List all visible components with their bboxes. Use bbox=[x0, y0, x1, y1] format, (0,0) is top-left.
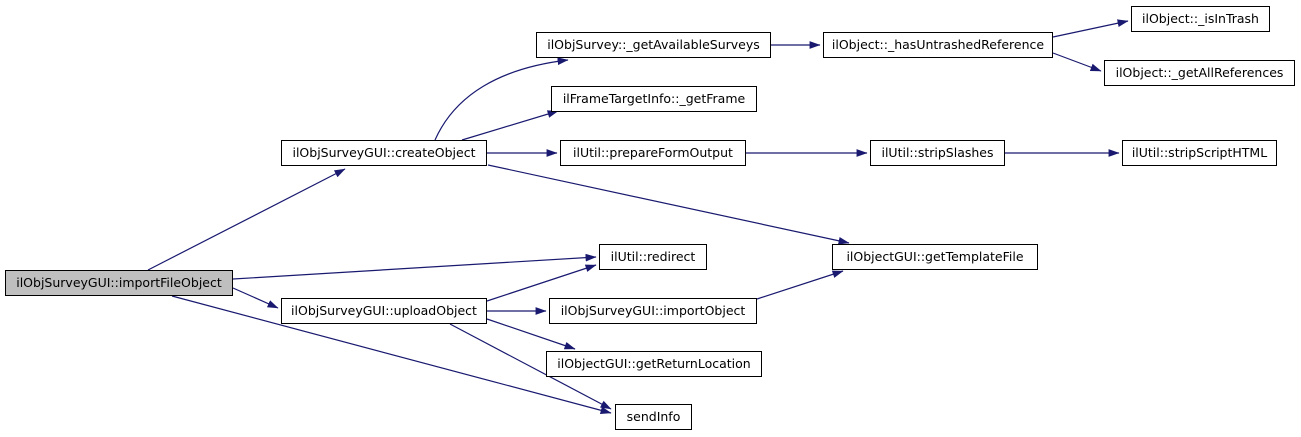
edge-hasUntrashedReference-getAllReferences bbox=[1052, 52, 1102, 72]
node-getTemplateFile[interactable]: ilObjectGUI::getTemplateFile bbox=[832, 244, 1038, 270]
edge-uploadObject-redirect bbox=[486, 264, 597, 302]
node-hasUntrashedReference[interactable]: ilObject::_hasUntrashedReference bbox=[823, 32, 1053, 58]
edge-importFileObject-sendInfo bbox=[171, 295, 612, 415]
node-prepareFormOutput[interactable]: ilUtil::prepareFormOutput bbox=[560, 140, 746, 166]
edge-createObject-getFrame bbox=[461, 110, 559, 141]
edge-importFileObject-createObject bbox=[147, 168, 346, 271]
node-getFrame[interactable]: ilFrameTargetInfo::_getFrame bbox=[551, 86, 757, 112]
node-sendInfo[interactable]: sendInfo bbox=[615, 404, 692, 430]
edge-uploadObject-sendInfo bbox=[449, 323, 612, 410]
edge-uploadObject-getReturnLocation bbox=[486, 318, 576, 350]
node-getAllReferences[interactable]: ilObject::_getAllReferences bbox=[1104, 60, 1295, 86]
node-stripScriptHTML[interactable]: ilUtil::stripScriptHTML bbox=[1122, 140, 1277, 166]
edge-importObject-getTemplateFile bbox=[756, 270, 844, 300]
edge-createObject-getAvailableSurveys bbox=[434, 57, 569, 141]
edge-hasUntrashedReference-isInTrash bbox=[1052, 19, 1129, 38]
edge-createObject-getTemplateFile bbox=[487, 164, 850, 245]
node-importFileObject[interactable]: ilObjSurveyGUI::importFileObject bbox=[5, 270, 233, 296]
node-redirect[interactable]: ilUtil::redirect bbox=[599, 244, 707, 270]
edge-importFileObject-uploadObject bbox=[232, 287, 279, 309]
node-getAvailableSurveys[interactable]: ilObjSurvey::_getAvailableSurveys bbox=[536, 32, 771, 58]
node-isInTrash[interactable]: ilObject::_isInTrash bbox=[1131, 6, 1270, 32]
node-importObject[interactable]: ilObjSurveyGUI::importObject bbox=[549, 298, 757, 324]
edge-importFileObject-redirect bbox=[232, 253, 597, 280]
node-stripSlashes[interactable]: ilUtil::stripSlashes bbox=[870, 140, 1005, 166]
node-getReturnLocation[interactable]: ilObjectGUI::getReturnLocation bbox=[546, 351, 762, 377]
node-uploadObject[interactable]: ilObjSurveyGUI::uploadObject bbox=[281, 298, 487, 324]
node-createObject[interactable]: ilObjSurveyGUI::createObject bbox=[281, 140, 487, 166]
